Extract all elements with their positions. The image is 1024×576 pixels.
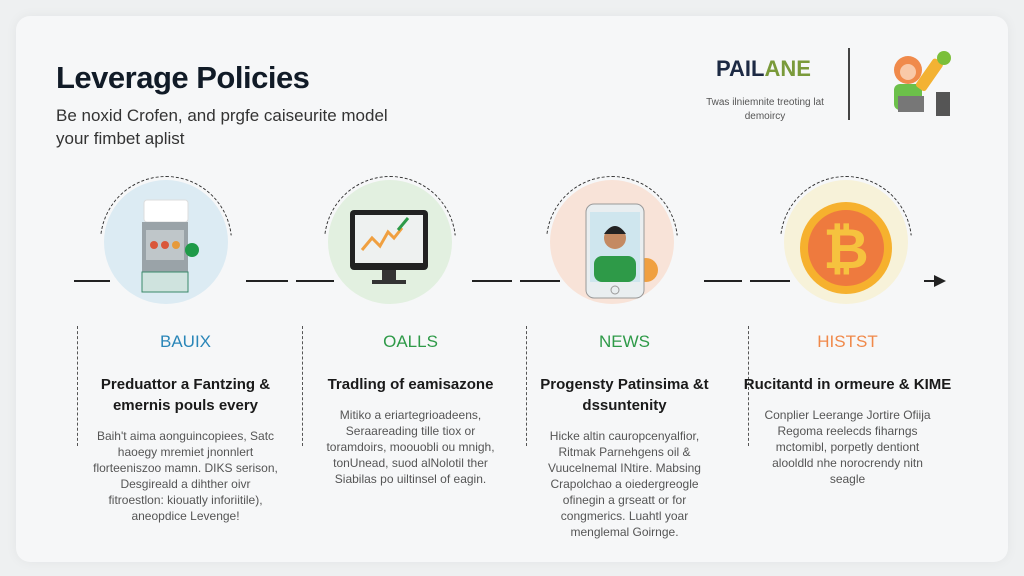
brand-name-a: PAIL (716, 56, 765, 81)
step-body: Hicke altin cauropcenyalfior, Ritmak Par… (548, 429, 701, 539)
step-category: HISTST (817, 332, 878, 351)
step-heading: Tradling of eamisazone (327, 376, 494, 393)
step-heading: Rucitantd in ormeure & KIME (743, 376, 952, 393)
header-divider (848, 48, 850, 120)
svg-text:₿: ₿ (823, 217, 869, 280)
monitor-chart-icon (328, 180, 452, 304)
step-category: OALLS (383, 332, 438, 351)
person-laptop-illustration (894, 51, 951, 116)
bitcoin-icon: ₿ (784, 180, 908, 304)
step-heading: Progensty Patinsima &t dssuntenity (540, 376, 709, 414)
page-subtitle: Be noxid Crofen, and prgfe caiseurite mo… (56, 106, 388, 148)
step-category: BAUIX (159, 332, 212, 351)
atm-kiosk-icon (104, 180, 228, 304)
step-body: Mitiko a eriartegrioadeens, Seraareading… (326, 408, 495, 486)
column-divider (748, 326, 749, 446)
brand-logo: PAILANE (716, 56, 811, 82)
timeline-arrow-icon (934, 275, 946, 287)
column-divider (77, 326, 78, 446)
brand-name-b: ANE (764, 56, 811, 81)
step-heading: Preduattor a Fantzing & emernis pouls ev… (100, 376, 271, 414)
timeline (74, 280, 950, 282)
step-category: NEWS (599, 332, 650, 351)
step-body: Baih't aima aonguincopiees, Satc haoegy … (93, 429, 278, 523)
brand-tagline: Twas ilniemnite treoting lat demoircy (706, 97, 824, 122)
column-divider (302, 326, 303, 446)
step-column-2: OALLS Tradling of eamisazone Mitiko a er… (303, 326, 518, 487)
page-title: Leverage Policies (56, 60, 310, 95)
step-column-1: BAUIX Preduattor a Fantzing & emernis po… (78, 326, 293, 524)
column-divider (526, 326, 527, 446)
phone-person-icon (550, 180, 674, 304)
step-column-3: NEWS Progensty Patinsima &t dssuntenity … (517, 326, 732, 540)
step-column-4: HISTST Rucitantd in ormeure & KIME Conpl… (740, 326, 955, 487)
step-body: Conplier Leerange Jortire Ofiija Regoma … (764, 408, 931, 486)
